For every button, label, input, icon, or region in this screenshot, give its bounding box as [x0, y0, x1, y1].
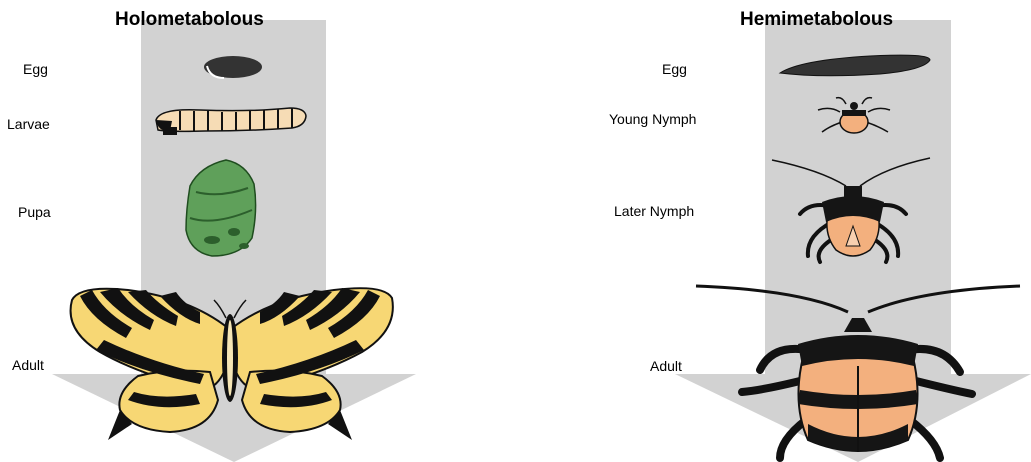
stage-label-bug-adult: Adult [650, 358, 682, 374]
stage-label-young-nymph: Young Nymph [609, 111, 696, 127]
stage-label-later-nymph: Later Nymph [614, 203, 694, 219]
holometabolous-title: Holometabolous [115, 9, 264, 31]
stage-label-egg: Egg [23, 61, 48, 77]
stage-label-pupa: Pupa [18, 204, 51, 220]
egg-icon [204, 56, 262, 78]
stage-label-adult: Adult [12, 357, 44, 373]
hemimetabolous-title: Hemimetabolous [740, 9, 893, 31]
stage-label-larvae: Larvae [7, 116, 50, 132]
stage-label-bug-egg: Egg [662, 61, 687, 77]
